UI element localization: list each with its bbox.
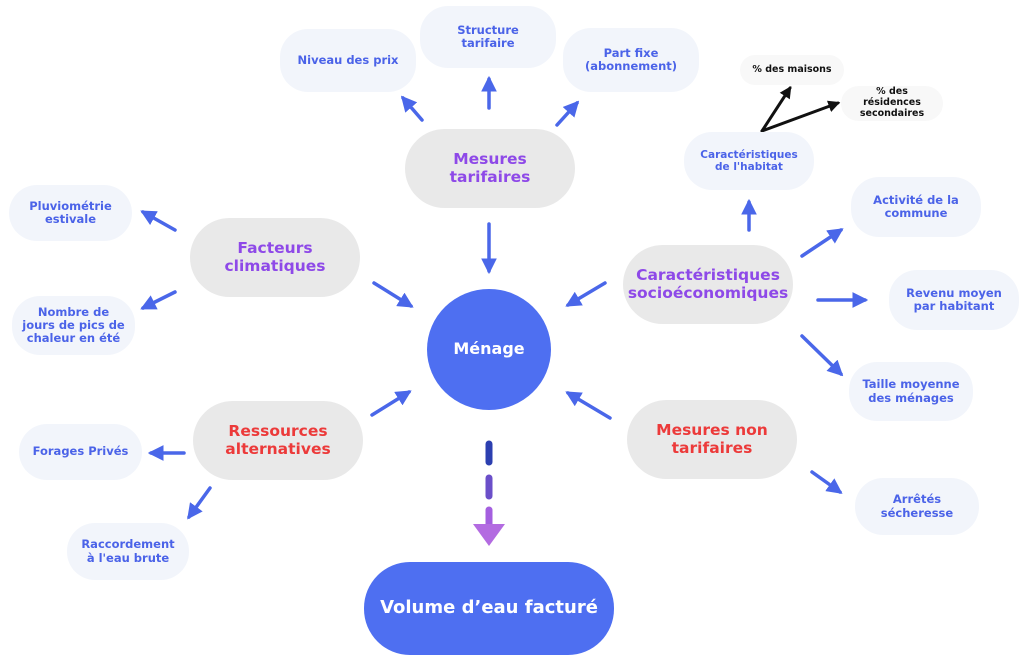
dashed-arrow-head [473, 524, 505, 546]
arrow-to-maisons [760, 85, 792, 133]
arrow-to-raccordement [187, 486, 212, 520]
volume-eau-facture-node: Volume d’eau facturé [364, 562, 614, 655]
arrow-nontarif-to-menage [565, 391, 612, 420]
part-fixe-node: Part fixe (abonnement) [563, 28, 699, 92]
raccordement-node: Raccordement à l'eau brute [67, 523, 189, 580]
arrow-socio-to-menage [565, 281, 607, 307]
arrow-to-arretes [810, 470, 843, 494]
arrow-to-niveau-prix [400, 95, 424, 122]
forages-prives-node: Forages Privés [19, 424, 142, 480]
arrow-to-taille [800, 334, 844, 377]
arrow-to-residences [760, 100, 841, 133]
arrow-facteurs-to-menage [372, 281, 414, 308]
caracteristiques-habitat-node: Caractéristiques de l'habitat [684, 132, 814, 190]
mesures-non-tarifaires-node: Mesures non tarifaires [627, 400, 797, 479]
arrow-to-pluviometrie [140, 210, 177, 232]
pct-maisons-node: % des maisons [740, 55, 844, 85]
niveau-prix-node: Niveau des prix [280, 29, 416, 92]
menage-node: Ménage [427, 289, 551, 410]
ressources-alternatives-node: Ressources alternatives [193, 401, 363, 480]
arrow-to-jours-chaleur [140, 290, 177, 310]
facteurs-climatiques-node: Facteurs climatiques [190, 218, 360, 297]
caracteristiques-socioeconomiques-node: Caractéristiques socioéconomiques [623, 245, 793, 324]
arrow-ressources-to-menage [370, 390, 412, 417]
taille-moyenne-node: Taille moyenne des ménages [849, 362, 973, 421]
mesures-tarifaires-node: Mesures tarifaires [405, 129, 575, 208]
pluviometrie-node: Pluviométrie estivale [9, 185, 132, 241]
revenu-moyen-node: Revenu moyen par habitant [889, 270, 1019, 330]
arretes-secheresse-node: Arrêtés sécheresse [855, 478, 979, 535]
structure-tarifaire-node: Structure tarifaire [420, 6, 556, 68]
jours-chaleur-node: Nombre de jours de pics de chaleur en ét… [12, 296, 135, 355]
arrow-to-part-fixe [555, 100, 580, 127]
pct-residences-secondaires-node: % des résidences secondaires [841, 86, 943, 121]
activite-commune-node: Activité de la commune [851, 177, 981, 237]
arrow-to-activite [800, 228, 844, 258]
